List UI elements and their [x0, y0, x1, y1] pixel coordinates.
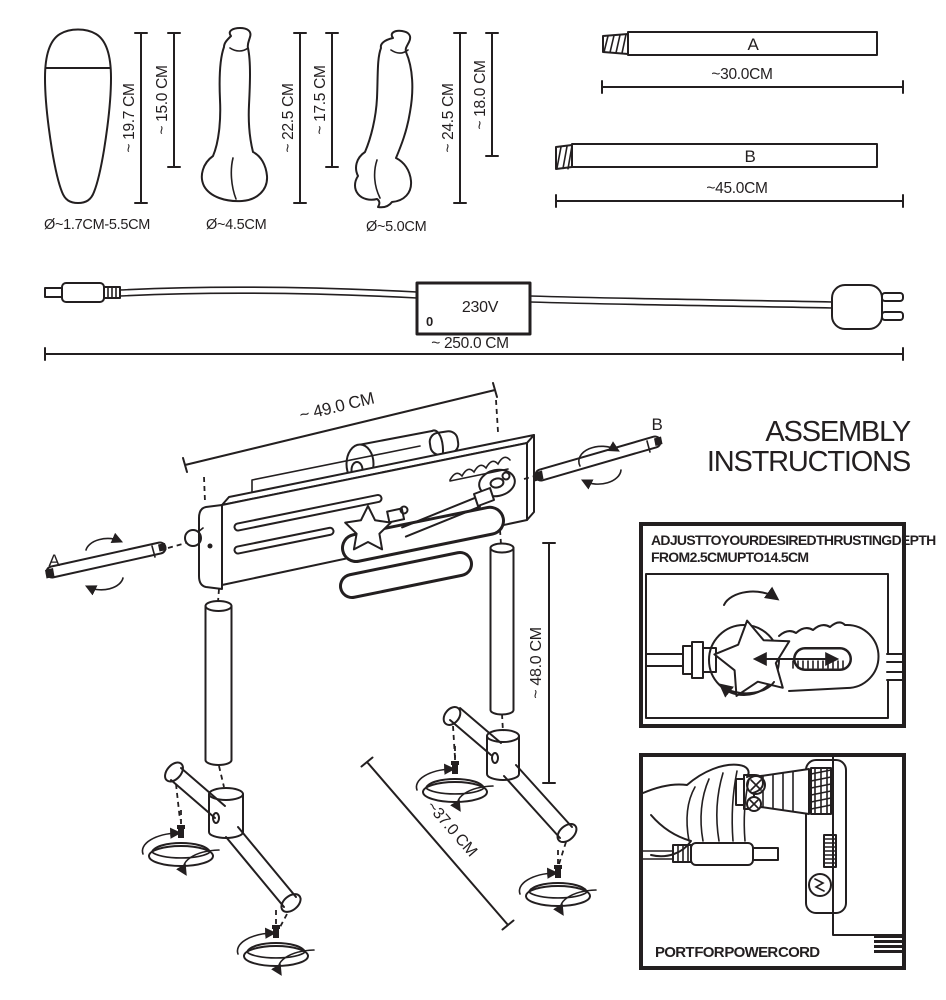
masturbator-sleeve-outline — [44, 28, 112, 204]
rod-b-drawing: B — [555, 143, 878, 170]
dimension-line-cord: ~ 250.0 CM — [44, 335, 904, 361]
rod-b-assembly: B — [523, 415, 663, 490]
inset-depth-caption: ADJUST TO YOUR DESIRED THRUSTING DEPTH F… — [651, 532, 936, 566]
dimension-line-rod-a: ~30.0CM — [601, 66, 904, 94]
dimension-line-curved-inner: ~ 18.0 CM — [472, 32, 499, 157]
power-adapter-drawing: 230V 0 — [415, 281, 532, 336]
power-port-drawing — [642, 756, 903, 953]
dimension-label: ~ 22.5 CM — [280, 83, 297, 152]
rotation-arrow-icon — [84, 577, 124, 596]
dimension-label: ~ 15.0 CM — [154, 65, 171, 134]
knurled-knob — [810, 767, 832, 815]
rod-a-drawing: A — [602, 31, 878, 56]
thrust-depth-drawing — [645, 573, 903, 719]
rod-b-callout-label: B — [651, 415, 662, 434]
dimension-label: ~45.0CM — [706, 180, 767, 197]
rod-a-assembly: A — [45, 532, 187, 596]
cord-right — [529, 295, 833, 309]
eyelet-ring — [184, 529, 202, 547]
power-cord-panel: 230V 0 ~ 250.0 CM — [44, 281, 904, 361]
dimension-line-leg-height: ~ 48.0 CM — [528, 542, 556, 784]
adapter-voltage-label: 230V — [462, 299, 499, 316]
rotation-arrow-icon — [578, 441, 620, 467]
adapter-zero-mark: 0 — [426, 314, 433, 329]
cord-left — [119, 286, 418, 299]
dimension-line-sleeve-total: ~ 19.7 CM — [121, 32, 148, 204]
dimension-label: ~ 49.0 CM — [297, 389, 376, 425]
left-leg-assembly — [142, 588, 314, 973]
dc-plug-drawing — [44, 282, 121, 303]
knob-clamp — [386, 505, 409, 524]
machine-body-drawing — [184, 429, 535, 599]
dimension-line-dildo-total: ~ 22.5 CM — [280, 32, 307, 204]
dimension-line-dildo-inner: ~ 17.5 CM — [312, 32, 339, 168]
mains-plug-drawing — [831, 284, 904, 330]
suction-cup — [142, 810, 219, 873]
star-knob — [344, 505, 392, 551]
dimension-label: ~ 17.5 CM — [312, 65, 329, 134]
attachments-and-rods-panel: ~ 19.7 CM ~ 15.0 CM Ø~1.7CM-5.5CM ~ 22.5… — [44, 27, 904, 235]
dimension-line-curved-total: ~ 24.5 CM — [440, 32, 467, 204]
page-title-line2: INSTRUCTIONS — [706, 446, 911, 478]
dimension-line-rod-b: ~45.0CM — [555, 180, 904, 208]
page-title-line1: ASSEMBLY — [765, 416, 911, 448]
rod-a-callout-label: A — [48, 551, 60, 570]
rotation-arrow-icon — [718, 681, 775, 698]
hand-holding-plug — [642, 763, 764, 858]
inset-thrust-depth: ADJUST TO YOUR DESIRED THRUSTING DEPTH F… — [639, 522, 936, 728]
screw-icon — [746, 796, 762, 812]
dimension-label: ~ 18.0 CM — [472, 60, 489, 129]
rod-b-label: B — [744, 147, 755, 166]
diameter-label-dildo: Ø~4.5CM — [206, 217, 266, 233]
inset-power-port: PORT FOR POWER CORD — [639, 753, 906, 970]
screw-icon — [808, 873, 832, 897]
page-title: ASSEMBLY INSTRUCTIONS — [596, 416, 911, 478]
dimension-label: ~ 48.0 CM — [528, 627, 545, 699]
diameter-label-curved: Ø~5.0CM — [366, 219, 426, 235]
suction-cup — [237, 910, 314, 973]
rod-a-label: A — [747, 35, 759, 54]
dimension-label: ~ 24.5 CM — [440, 83, 457, 152]
curved-dildo-outline — [354, 29, 414, 209]
dc-plug-in-hand — [642, 842, 779, 866]
assembly-diagram: ~ 49.0 CM — [45, 382, 663, 1000]
suction-cup — [416, 746, 493, 809]
dimension-label: ~ 19.7 CM — [121, 83, 138, 152]
panel-knurl-strip — [823, 834, 837, 868]
vent-grille — [874, 935, 902, 953]
dimension-line-sleeve-inner: ~ 15.0 CM — [154, 32, 181, 168]
dimension-label: ~ 250.0 CM — [431, 335, 509, 352]
suction-cup — [519, 850, 596, 913]
rotation-arrow-icon — [85, 532, 124, 551]
dildo-outline — [200, 27, 269, 203]
dimension-label: ~30.0CM — [711, 66, 772, 83]
star-knob — [713, 619, 791, 697]
right-leg-assembly — [416, 529, 596, 913]
inset-depth-caption-line1: ADJUST TO YOUR DESIRED THRUSTING DEPTH — [651, 532, 936, 548]
rotation-arrow-icon — [580, 469, 622, 490]
piston-drawing — [401, 456, 516, 538]
rotation-arrow-icon — [723, 586, 780, 606]
inset-depth-caption-line2: FROM 2.5CM UP TO 14.5CM — [651, 549, 809, 565]
inset-port-caption: PORT FOR POWER CORD — [655, 944, 820, 961]
dimension-label: ~37.0 CM — [423, 798, 480, 860]
diameter-label-sleeve: Ø~1.7CM-5.5CM — [44, 217, 150, 233]
